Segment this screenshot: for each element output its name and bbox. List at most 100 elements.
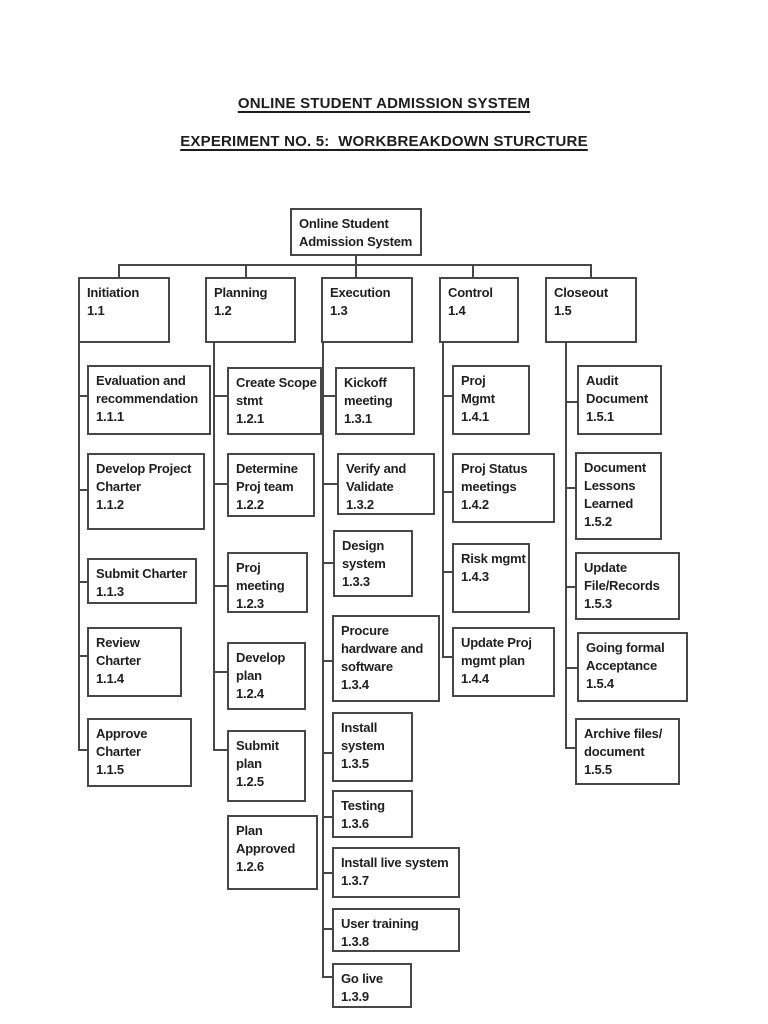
node-line: meeting	[236, 578, 285, 593]
node-line: document	[584, 744, 645, 759]
connector-line	[78, 343, 80, 751]
node-code: 1.2.2	[236, 497, 264, 512]
wbs-node-1-4: Control 1.4	[439, 277, 519, 343]
connector-line	[322, 483, 337, 485]
node-line: Review	[96, 635, 140, 650]
node-line: Determine	[236, 461, 298, 476]
node-code: 1.4.3	[461, 569, 489, 584]
wbs-node-1-3-3: Design system 1.3.3	[333, 530, 413, 597]
node-code: 1.1.2	[96, 497, 124, 512]
node-line: Testing	[341, 798, 385, 813]
node-line: Develop	[236, 650, 286, 665]
wbs-node-1-5-2: Document Lessons Learned 1.5.2	[575, 452, 662, 540]
node-code: 1.4.4	[461, 671, 489, 686]
connector-line	[442, 343, 444, 658]
wbs-node-1-3-5: Install system 1.3.5	[332, 712, 413, 782]
connector-line	[322, 872, 332, 874]
connector-line	[442, 571, 452, 573]
wbs-node-1-5-5: Archive files/ document 1.5.5	[575, 718, 680, 785]
wbs-node-1-5-1: Audit Document 1.5.1	[577, 365, 662, 435]
connector-line	[322, 395, 335, 397]
connector-line	[213, 749, 227, 751]
connector-line	[78, 581, 87, 583]
connector-line	[78, 749, 87, 751]
connector-line	[245, 264, 247, 277]
node-line: Validate	[346, 479, 394, 494]
node-line: Plan	[236, 823, 263, 838]
node-line: Proj team	[236, 479, 294, 494]
connector-line	[442, 656, 452, 658]
node-code: 1.3.5	[341, 756, 369, 771]
node-line: Procure	[341, 623, 389, 638]
node-line: Risk mgmt	[461, 551, 526, 566]
wbs-node-1-1: Initiation 1.1	[78, 277, 170, 343]
connector-line	[213, 585, 227, 587]
connector-line	[565, 401, 577, 403]
wbs-node-1-2-3: Proj meeting 1.2.3	[227, 552, 308, 613]
node-line: Charter	[96, 479, 141, 494]
node-line: Control	[448, 285, 493, 300]
node-code: 1.1.1	[96, 409, 124, 424]
wbs-node-1-3-8: User training 1.3.8	[332, 908, 460, 952]
connector-line	[322, 562, 333, 564]
node-line: Acceptance	[586, 658, 657, 673]
wbs-node-1-1-2: Develop Project Charter 1.1.2	[87, 453, 205, 530]
wbs-node-1-2-4: Develop plan 1.2.4	[227, 642, 306, 710]
connector-line	[565, 487, 575, 489]
node-code: 1.3.8	[341, 934, 369, 949]
node-line: plan	[236, 668, 262, 683]
node-line: Charter	[96, 744, 141, 759]
wbs-node-1-5-4: Going formal Acceptance 1.5.4	[577, 632, 688, 702]
wbs-node-1-1-3: Submit Charter 1.1.3	[87, 558, 197, 604]
node-line: Proj	[461, 373, 486, 388]
node-code: 1.2.1	[236, 411, 264, 426]
node-code: 1.1	[87, 303, 105, 318]
node-line: Design	[342, 538, 385, 553]
connector-line	[442, 491, 452, 493]
connector-line	[78, 655, 87, 657]
node-code: 1.3	[330, 303, 348, 318]
node-line: Archive files/	[584, 726, 663, 741]
connector-line	[590, 264, 592, 277]
node-line: stmt	[236, 393, 263, 408]
wbs-node-1-3-7: Install live system 1.3.7	[332, 847, 460, 898]
wbs-node-1-1-4: Review Charter 1.1.4	[87, 627, 182, 697]
wbs-node-1-2-6: Plan Approved 1.2.6	[227, 815, 318, 890]
connector-line	[322, 976, 332, 978]
node-line: Document	[586, 391, 648, 406]
node-line: plan	[236, 756, 262, 771]
wbs-node-1-4-4: Update Proj mgmt plan 1.4.4	[452, 627, 555, 697]
connector-line	[213, 395, 227, 397]
node-line: Install live system	[341, 855, 449, 870]
connector-line	[565, 667, 577, 669]
node-line: Initiation	[87, 285, 140, 300]
wbs-node-1-3-2: Verify and Validate 1.3.2	[337, 453, 435, 515]
node-line: Go live	[341, 971, 383, 986]
node-code: 1.3.4	[341, 677, 369, 692]
node-code: 1.5.1	[586, 409, 614, 424]
node-line: Closeout	[554, 285, 609, 300]
node-line: Approved	[236, 841, 296, 856]
connector-line	[118, 264, 120, 277]
wbs-node-1-3-9: Go live 1.3.9	[332, 963, 412, 1008]
wbs-node-1-3-4: Procure hardware and software 1.3.4	[332, 615, 440, 702]
node-line: Document	[584, 460, 646, 475]
node-code: 1.3.7	[341, 873, 369, 888]
connector-line	[355, 264, 357, 277]
wbs-node-1-5-3: Update File/Records 1.5.3	[575, 552, 680, 620]
node-line: Submit Charter	[96, 566, 188, 581]
node-code: 1.2.4	[236, 686, 264, 701]
wbs-node-1-2-1: Create Scope stmt 1.2.1	[227, 367, 322, 435]
node-line: Update	[584, 560, 627, 575]
node-line: Learned	[584, 496, 634, 511]
node-code: 1.5.2	[584, 514, 612, 529]
node-line: Charter	[96, 653, 141, 668]
node-line: Going formal	[586, 640, 665, 655]
node-line: Evaluation and	[96, 373, 186, 388]
node-code: 1.3.3	[342, 574, 370, 589]
node-line: system	[341, 738, 385, 753]
node-code: 1.5	[554, 303, 572, 318]
wbs-node-1-5: Closeout 1.5	[545, 277, 637, 343]
connector-line	[213, 343, 215, 751]
